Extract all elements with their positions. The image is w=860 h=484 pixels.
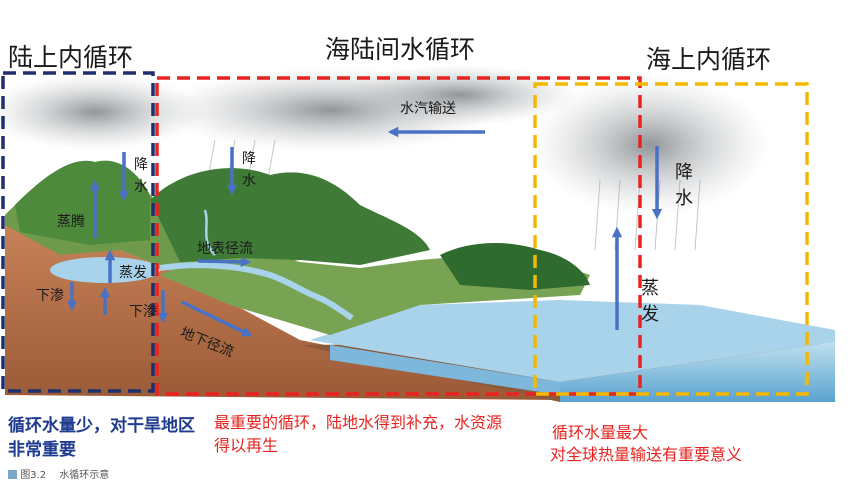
- sea-surface: [310, 300, 835, 382]
- label-precip-right: 降水: [675, 162, 693, 209]
- label-precip-left: 降水: [134, 157, 148, 195]
- sea-cycle-box: [533, 82, 809, 396]
- figure-number: 图3.2: [20, 470, 47, 481]
- arrow-surface-runoff: [197, 256, 252, 268]
- title-sea-cycle: 海上内循环: [646, 45, 772, 74]
- forest-left: [15, 160, 150, 245]
- label-evap-lake: 蒸发: [119, 265, 147, 281]
- sea-body: [330, 345, 560, 395]
- figure-caption: 图3.2 水循环示意: [8, 466, 109, 481]
- forest-right: [440, 243, 590, 290]
- land-cycle-box: [1, 71, 155, 393]
- stream: [203, 209, 216, 256]
- process-arrows: [66, 126, 663, 337]
- label-surface-runoff: 地表径流: [197, 241, 253, 257]
- label-precip-mid: 降水: [242, 151, 256, 189]
- forest-hills: [150, 168, 430, 265]
- river: [159, 262, 354, 321]
- title-sea-land-cycle: 海陆间水循环: [325, 35, 476, 64]
- note-sea-cycle-line2: 对全球热量输送有重要意义: [550, 445, 743, 464]
- title-land-cycle: 陆上内循环: [8, 43, 134, 72]
- note-sea-cycle-line1: 循环水量最大: [552, 423, 649, 442]
- label-vapor-transport: 水汽输送: [400, 101, 456, 117]
- lake: [50, 257, 160, 283]
- label-evap-sea: 蒸发: [641, 278, 659, 325]
- cloud-center-2: [340, 65, 580, 125]
- figure-title: 水循环示意: [59, 470, 110, 481]
- arrow-groundwater-runoff: [181, 300, 253, 337]
- caption-marker: [8, 470, 17, 479]
- note-sea-land-cycle: 最重要的循环，陆地水得到补充，水资源得以再生: [214, 413, 503, 455]
- label-infiltration-right: 下渗: [129, 304, 157, 320]
- sea-land-cycle-box: [155, 76, 642, 396]
- note-land-cycle: 循环水量少，对干旱地区非常重要: [8, 416, 195, 460]
- label-infiltration-left: 下渗: [36, 288, 64, 304]
- label-evap-mountain: 蒸腾: [57, 214, 85, 230]
- sea-front: [560, 342, 835, 402]
- cloud-right: [530, 75, 770, 215]
